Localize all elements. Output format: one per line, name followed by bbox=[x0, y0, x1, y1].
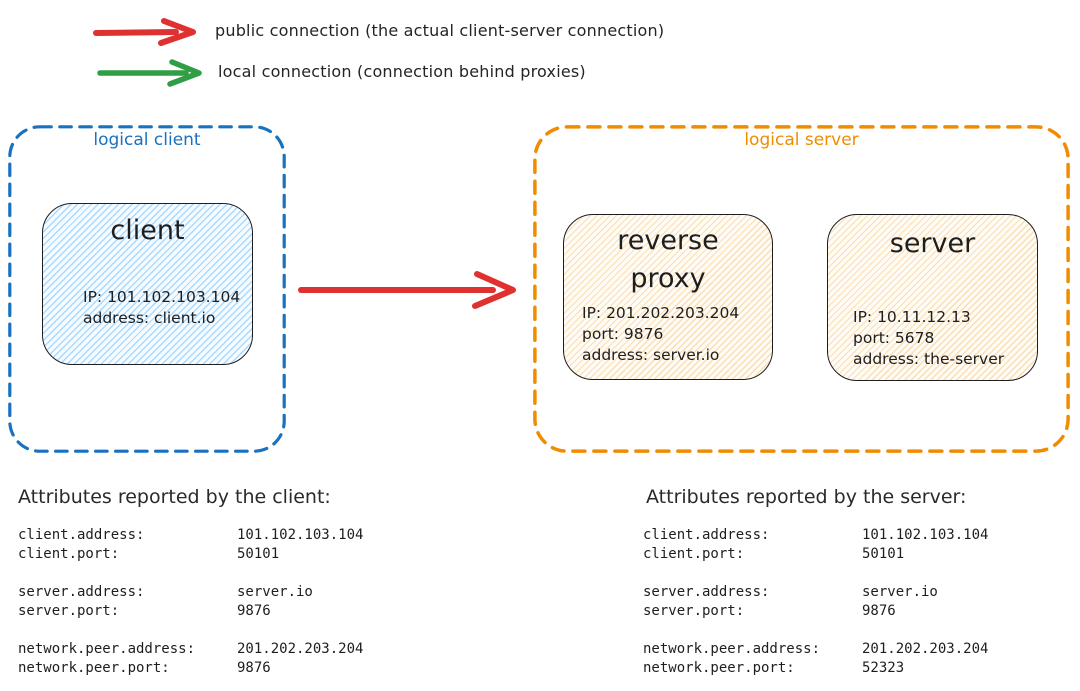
attr-key: network.peer.port: bbox=[18, 660, 170, 676]
attr-value: 52323 bbox=[862, 660, 905, 676]
client-ip: IP: 101.102.103.104 bbox=[83, 288, 241, 306]
reverse-proxy-ip: IP: 201.202.203.204 bbox=[582, 304, 740, 322]
public-connection-arrow-icon bbox=[92, 18, 200, 46]
server-port: port: 5678 bbox=[853, 329, 935, 347]
server-node: server IP: 10.11.12.13 port: 5678 addres… bbox=[827, 214, 1038, 381]
attr-key: client.port: bbox=[643, 546, 745, 562]
attr-row: client.port: 50101 bbox=[643, 545, 988, 564]
attr-value: server.io bbox=[237, 584, 313, 600]
logical-client-dashed-border bbox=[8, 125, 286, 453]
attr-row: server.port: 9876 bbox=[643, 602, 988, 621]
attr-key: network.peer.address: bbox=[643, 641, 821, 657]
attr-key: server.port: bbox=[643, 603, 745, 619]
client-attributes-title: Attributes reported by the client: bbox=[18, 486, 331, 508]
attr-key: network.peer.port: bbox=[643, 660, 795, 676]
attr-value: 101.102.103.104 bbox=[237, 527, 364, 543]
server-attributes-title: Attributes reported by the server: bbox=[646, 486, 967, 508]
reverse-proxy-title-line1: reverse bbox=[617, 225, 719, 256]
attr-row: network.peer.port: 52323 bbox=[643, 659, 988, 678]
attr-value: 9876 bbox=[237, 660, 271, 676]
logical-server-label: logical server bbox=[744, 130, 859, 150]
logical-client-label: logical client bbox=[93, 130, 201, 150]
attr-key: network.peer.address: bbox=[18, 641, 196, 657]
attr-row: client.port: 50101 bbox=[18, 545, 363, 564]
attr-group-client: client.address: 101.102.103.104 client.p… bbox=[18, 526, 363, 564]
client-attributes-list: client.address: 101.102.103.104 client.p… bbox=[18, 526, 363, 691]
attr-group-server: server.address: server.io server.port: 9… bbox=[18, 583, 363, 621]
attr-row: client.address: 101.102.103.104 bbox=[18, 526, 363, 545]
attr-value: 50101 bbox=[237, 546, 280, 562]
server-node-info: IP: 10.11.12.13 port: 5678 address: the-… bbox=[853, 307, 1004, 370]
client-node-title: client bbox=[110, 215, 185, 246]
client-address: address: client.io bbox=[83, 309, 216, 327]
attr-row: server.address: server.io bbox=[18, 583, 363, 602]
attr-value: 201.202.203.204 bbox=[237, 641, 364, 657]
local-connection-arrow-icon bbox=[96, 59, 206, 87]
attr-key: client.address: bbox=[643, 527, 770, 543]
reverse-proxy-port: port: 9876 bbox=[582, 325, 664, 343]
attr-group-server: server.address: server.io server.port: 9… bbox=[643, 583, 988, 621]
server-node-title: server bbox=[889, 228, 976, 259]
attr-value: 50101 bbox=[862, 546, 905, 562]
attr-row: network.peer.address: 201.202.203.204 bbox=[18, 640, 363, 659]
reverse-proxy-node: reverse proxy IP: 201.202.203.204 port: … bbox=[563, 214, 773, 380]
attr-group-client: client.address: 101.102.103.104 client.p… bbox=[643, 526, 988, 564]
client-node-info: IP: 101.102.103.104 address: client.io bbox=[83, 287, 240, 329]
attr-key: server.address: bbox=[643, 584, 770, 600]
server-attributes-list: client.address: 101.102.103.104 client.p… bbox=[643, 526, 988, 691]
attr-group-network-peer: network.peer.address: 201.202.203.204 ne… bbox=[643, 640, 988, 678]
attr-value: server.io bbox=[862, 584, 938, 600]
reverse-proxy-address: address: server.io bbox=[582, 346, 720, 364]
attr-value: 201.202.203.204 bbox=[862, 641, 989, 657]
attr-group-network-peer: network.peer.address: 201.202.203.204 ne… bbox=[18, 640, 363, 678]
reverse-proxy-title-line2: proxy bbox=[630, 263, 706, 294]
attr-row: client.address: 101.102.103.104 bbox=[643, 526, 988, 545]
attr-row: server.port: 9876 bbox=[18, 602, 363, 621]
attr-value: 101.102.103.104 bbox=[862, 527, 989, 543]
attr-value: 9876 bbox=[237, 603, 271, 619]
attr-key: server.port: bbox=[18, 603, 120, 619]
attr-row: network.peer.address: 201.202.203.204 bbox=[643, 640, 988, 659]
attr-key: client.address: bbox=[18, 527, 145, 543]
logical-client-box: logical client client IP: 101.102.103.10… bbox=[8, 125, 286, 453]
attr-row: server.address: server.io bbox=[643, 583, 988, 602]
logical-server-dashed-border bbox=[533, 125, 1070, 453]
attr-key: server.address: bbox=[18, 584, 145, 600]
legend-public-connection-label: public connection (the actual client-ser… bbox=[215, 21, 665, 40]
logical-server-box: logical server reverse proxy IP: 201.202… bbox=[533, 125, 1070, 453]
public-connection-arrow bbox=[293, 268, 525, 312]
server-address: address: the-server bbox=[853, 350, 1005, 368]
client-node: client IP: 101.102.103.104 address: clie… bbox=[42, 203, 253, 365]
attr-value: 9876 bbox=[862, 603, 896, 619]
legend-local-connection-label: local connection (connection behind prox… bbox=[218, 62, 586, 81]
reverse-proxy-info: IP: 201.202.203.204 port: 9876 address: … bbox=[582, 303, 739, 366]
attr-row: network.peer.port: 9876 bbox=[18, 659, 363, 678]
server-ip: IP: 10.11.12.13 bbox=[853, 308, 971, 326]
attr-key: client.port: bbox=[18, 546, 120, 562]
